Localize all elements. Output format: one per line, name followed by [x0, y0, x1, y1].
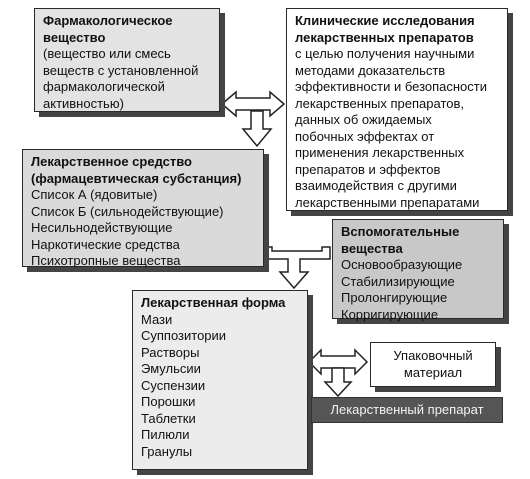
auxiliary-substance-item: Пролонгирующие [341, 290, 448, 305]
medicinal-agent-title-line: (фармацевтическая субстанция) [31, 170, 242, 186]
clinical-trials-desc-line: применения лекарственных [295, 145, 465, 160]
pharmacological-substance-desc-line: активностью) [43, 95, 124, 111]
clinical-trials-desc-line: побочных эффектах от [295, 128, 435, 144]
medicinal-agent-item: Список А (ядовитые) [31, 187, 158, 202]
auxiliary-substances-title-line: Вспомогательные [341, 224, 460, 239]
medicinal-agent-item: Психотропные вещества [31, 253, 181, 268]
clinical-trials-title-line: лекарственных препаратов [295, 29, 474, 45]
arrow-to-final [323, 367, 353, 398]
auxiliary-substance-item: Основообразующие [341, 257, 463, 272]
medicinal-agent-item: Несильнодействующие [31, 220, 173, 235]
arrow-form-pack [307, 348, 369, 376]
dosage-form-item: Суппозитории [141, 328, 227, 343]
clinical-trials-desc-line: взаимодействия с другими [295, 178, 457, 193]
dosage-form-item: Мази [141, 311, 173, 327]
medicinal-agent-box: Лекарственное средство (фармацевтическая… [22, 149, 264, 268]
medicinal-agent-item: Наркотические средства [31, 236, 180, 252]
dosage-form-title: Лекарственная форма [141, 295, 286, 310]
clinical-trials-desc-line: лекарственных препаратов, [295, 95, 465, 111]
dosage-form-box: Лекарственная форма Мази Суппозитории Ра… [132, 290, 308, 470]
dosage-form-item: Эмульсии [141, 361, 201, 376]
dosage-form-item: Растворы [141, 344, 200, 360]
auxiliary-substances-box: Вспомогательные вещества Основообразующи… [332, 219, 504, 322]
auxiliary-substance-item: Стабилизирующие [341, 273, 455, 289]
clinical-trials-desc-line: методами доказательств [295, 62, 446, 78]
dosage-form-item: Пилюли [141, 427, 190, 442]
packaging-label-line: Упаковочный [393, 348, 473, 363]
auxiliary-substance-item: Корригирующие [341, 306, 439, 322]
pharmacological-substance-desc-line: фармакологической [43, 79, 165, 94]
pharmacological-substance-box: Фармакологическое вещество (вещество или… [34, 8, 220, 112]
clinical-trials-desc-line: препаратов и эффектов [295, 161, 441, 177]
packaging-box: Упаковочный материал [370, 342, 496, 387]
clinical-trials-desc-line: эффективности и безопасности [295, 79, 488, 94]
clinical-trials-title-line: Клинические исследования [295, 13, 475, 28]
dosage-form-item: Суспензии [141, 377, 206, 393]
final-product-box: Лекарственный препарат [311, 397, 503, 423]
pharmacological-substance-desc-line: веществ с установленной [43, 62, 199, 78]
final-product-label: Лекарственный препарат [330, 402, 484, 417]
auxiliary-substances-title-line: вещества [341, 240, 403, 256]
dosage-form-item: Таблетки [141, 410, 196, 426]
packaging-label-line: материал [403, 364, 463, 380]
dosage-form-item: Гранулы [141, 443, 193, 459]
medicinal-agent-item: Список Б (сильнодействующие) [31, 203, 224, 219]
clinical-trials-desc-line: данных об ожидаемых [295, 112, 432, 127]
arrow-pharm-clinical [220, 90, 286, 118]
arrow-drug-aux-form [265, 246, 331, 290]
dosage-form-item: Порошки [141, 394, 196, 409]
pharmacological-substance-title: Фармакологическое вещество [43, 13, 173, 45]
medicinal-agent-title-line: Лекарственное средство [31, 154, 193, 169]
arrow-pharm-drug [241, 110, 273, 148]
clinical-trials-box: Клинические исследования лекарственных п… [286, 8, 508, 211]
clinical-trials-desc-line: с целью получения научными [295, 46, 475, 61]
clinical-trials-desc-line: лекарственными препаратами [295, 194, 480, 210]
pharmacological-substance-desc-line: (вещество или смесь [43, 46, 171, 61]
